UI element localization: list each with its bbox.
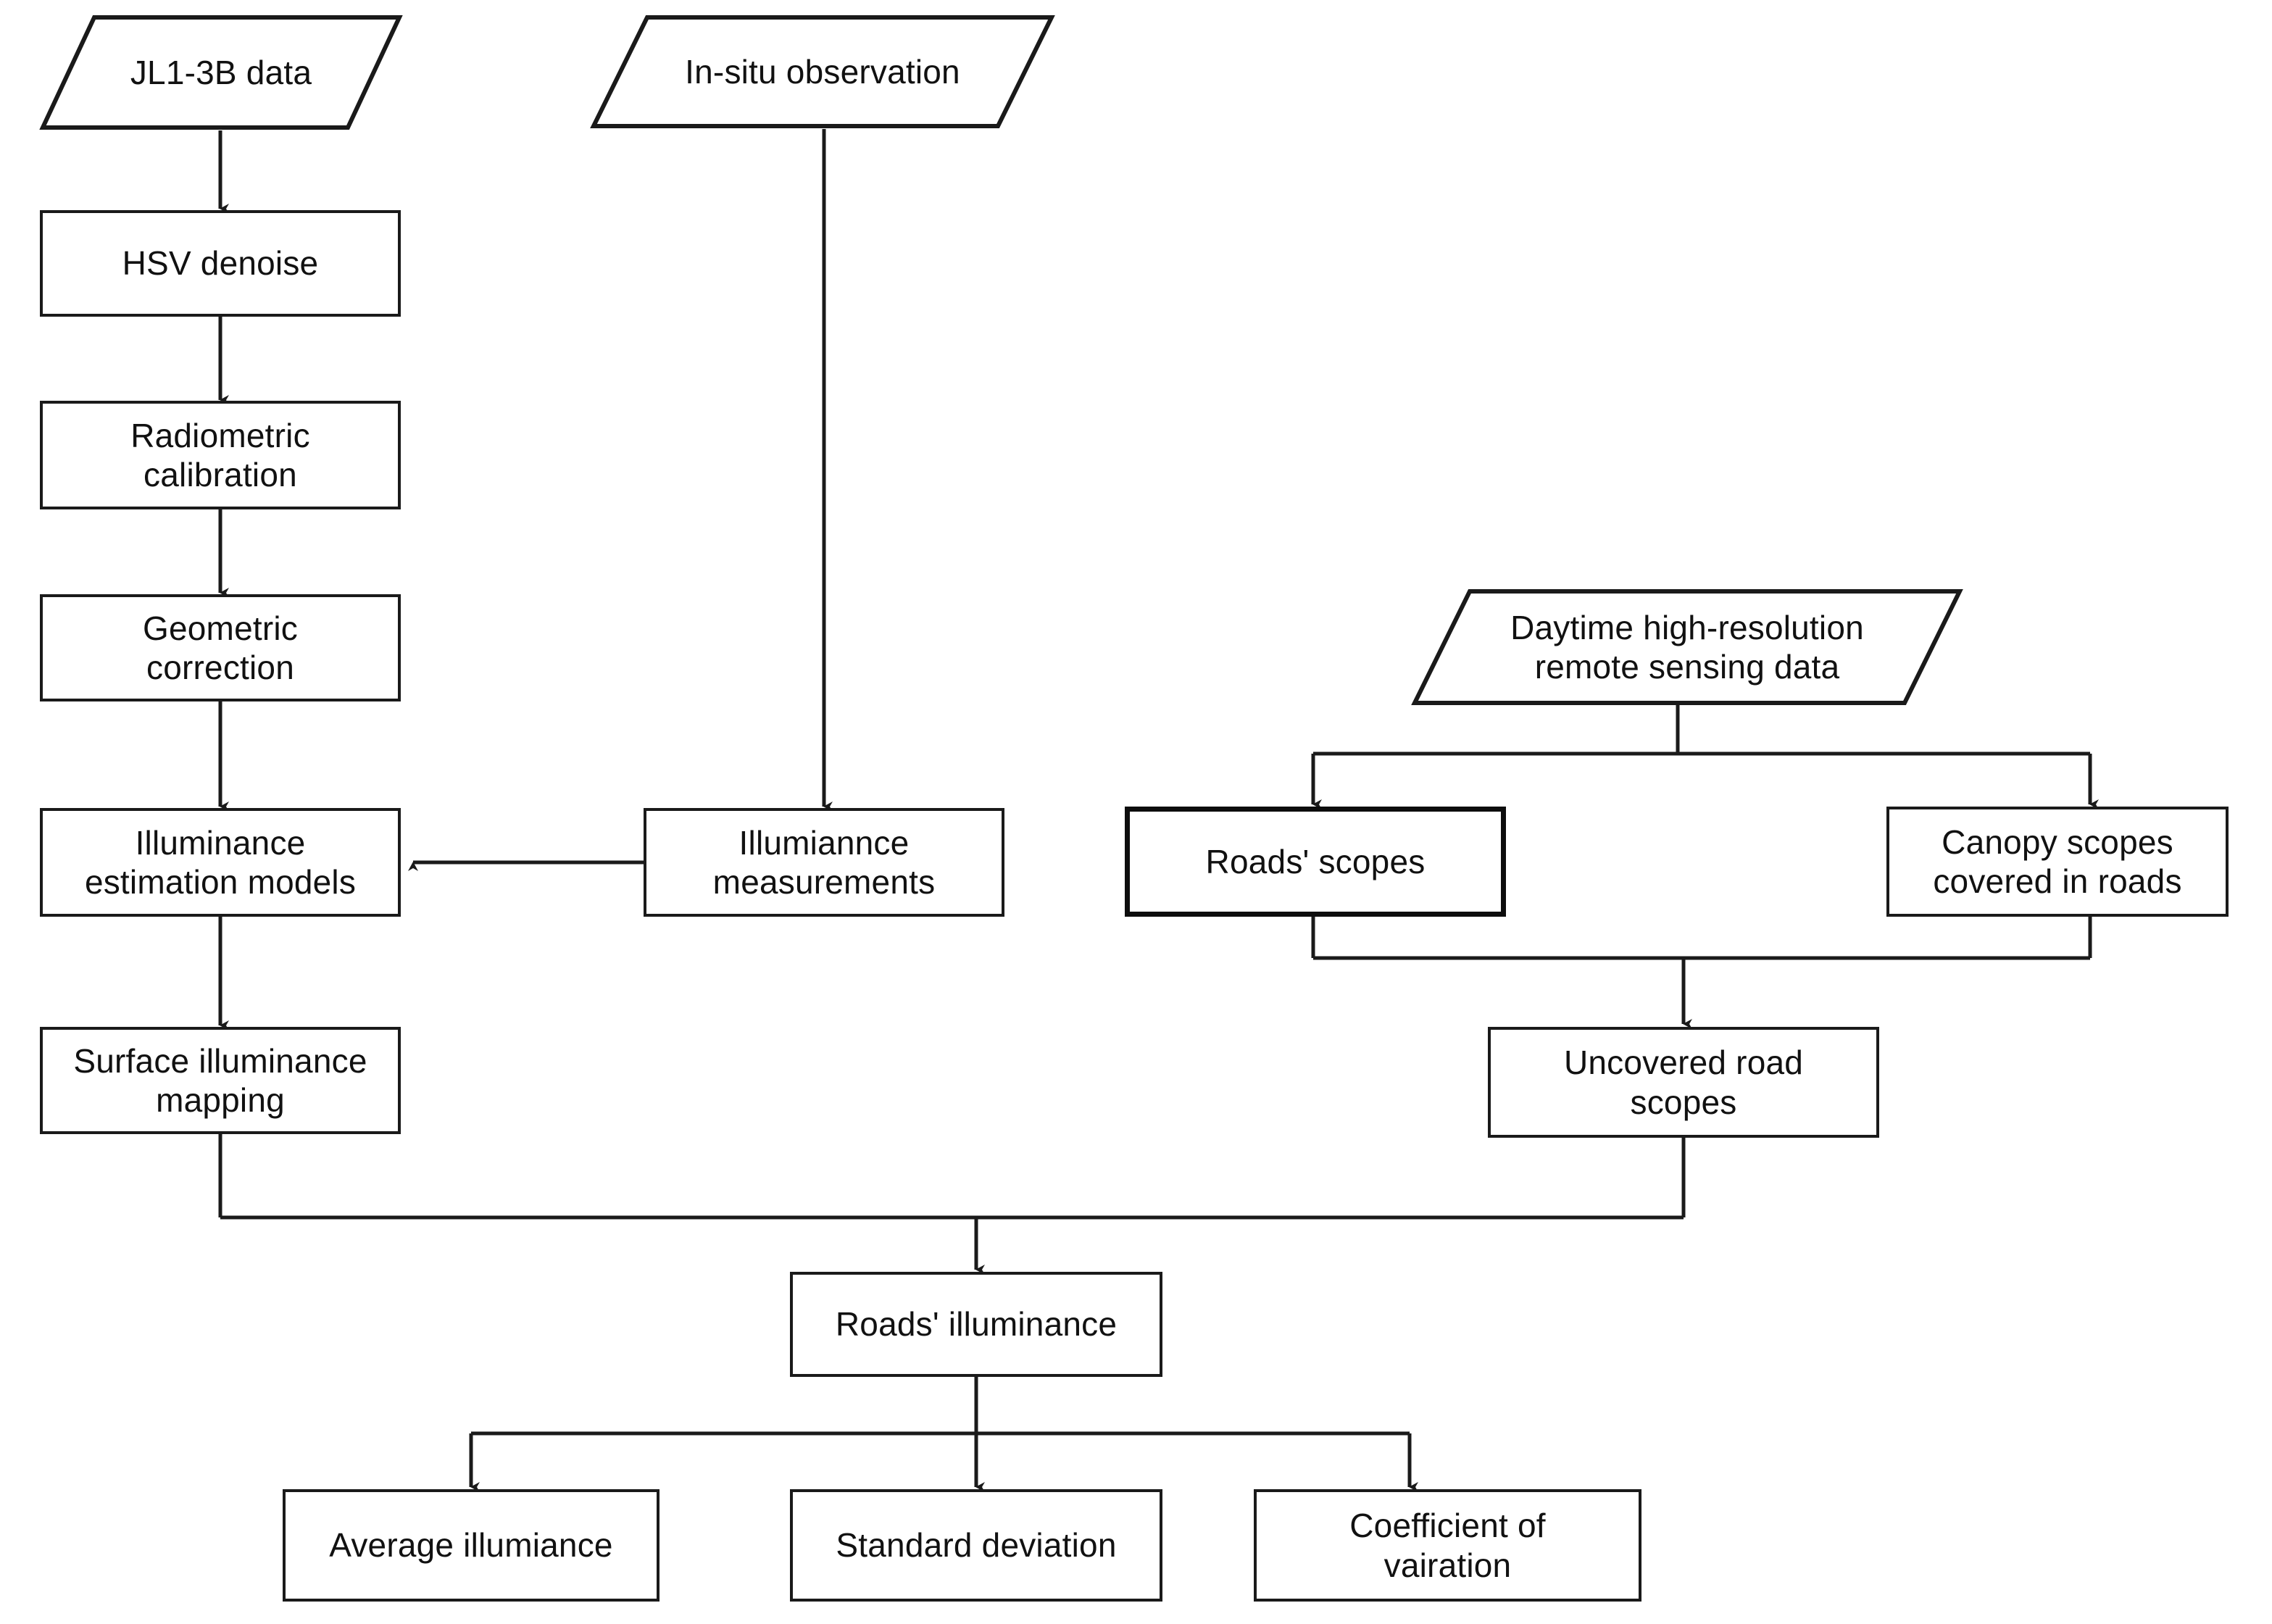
node-illuminance-measurements[interactable]: Illumiannce measurements (644, 808, 1004, 917)
node-surface-illuminance-mapping[interactable]: Surface illuminance mapping (40, 1027, 401, 1134)
node-average-illumiance[interactable]: Average illumiance (283, 1489, 659, 1602)
node-illuminance-estimation-models[interactable]: Illuminance estimation models (40, 808, 401, 917)
node-radiometric-calibration[interactable]: Radiometric calibration (40, 401, 401, 509)
node-jl1-3b-data[interactable]: JL1-3B data (39, 14, 403, 130)
node-in-situ-observation[interactable]: In-situ observation (590, 14, 1055, 129)
node-label: In-situ observation (685, 52, 960, 91)
node-roads-scopes[interactable]: Roads' scopes (1125, 807, 1506, 917)
node-label: JL1-3B data (130, 53, 312, 91)
node-label: Daytime high-resolution remote sensing d… (1510, 608, 1864, 686)
node-geometric-correction[interactable]: Geometric correction (40, 594, 401, 701)
node-canopy-scopes-covered-in-roads[interactable]: Canopy scopes covered in roads (1886, 807, 2229, 917)
node-standard-deviation[interactable]: Standard deviation (790, 1489, 1162, 1602)
node-roads-illuminance[interactable]: Roads' illuminance (790, 1272, 1162, 1377)
node-coefficient-of-vairation[interactable]: Coefficient of vairation (1254, 1489, 1641, 1602)
node-uncovered-road-scopes[interactable]: Uncovered road scopes (1488, 1027, 1879, 1138)
node-daytime-remote-sensing-data[interactable]: Daytime high-resolution remote sensing d… (1411, 588, 1963, 706)
node-hsv-denoise[interactable]: HSV denoise (40, 210, 401, 317)
